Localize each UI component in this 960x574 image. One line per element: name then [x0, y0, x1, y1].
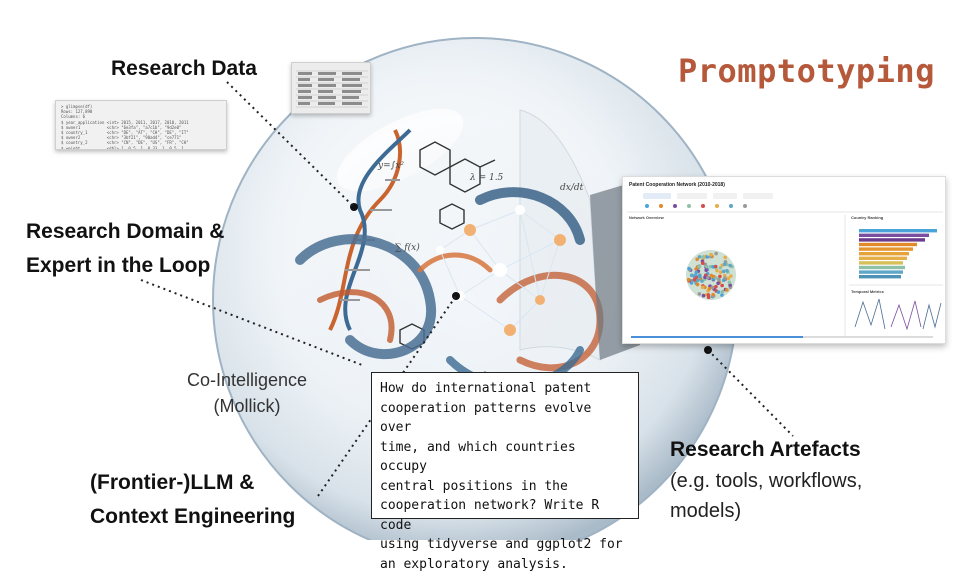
ranking-bar: [859, 252, 909, 255]
network-node-dot: [714, 252, 718, 256]
network-node-dot: [687, 278, 691, 282]
network-node-dot: [707, 296, 711, 300]
ranking-bar: [859, 257, 907, 260]
network-node-dot: [701, 261, 705, 265]
network-node-dot: [728, 264, 732, 268]
network-node-dot: [720, 284, 724, 288]
label-research-artefacts: Research Artefacts (e.g. tools, workflow…: [670, 434, 862, 526]
dashboard-network-blob: [686, 250, 736, 300]
network-node-dot: [700, 279, 704, 283]
label-llm: (Frontier-)LLM & Context Engineering: [90, 466, 295, 534]
network-node-dot: [727, 276, 731, 280]
network-node-dot: [708, 287, 712, 291]
network-node-dot: [694, 273, 698, 277]
network-node-dot: [723, 262, 727, 266]
ranking-bar: [859, 261, 903, 264]
network-node-dot: [696, 278, 700, 282]
label-artefacts-line2: models): [670, 496, 862, 526]
ranking-bar: [859, 229, 937, 232]
data-table-snippet: [291, 62, 371, 114]
network-node-dot: [716, 281, 720, 285]
network-node-dot: [705, 255, 709, 259]
svg-text:y=∫x²: y=∫x²: [377, 161, 404, 171]
label-co-intelligence: Co-Intelligence (Mollick): [172, 367, 322, 419]
label-co-intelligence-line2: (Mollick): [172, 393, 322, 419]
label-llm-line1: (Frontier-)LLM &: [90, 466, 295, 500]
svg-text:λ = 1.5: λ = 1.5: [469, 173, 504, 183]
label-co-intelligence-line1: Co-Intelligence: [172, 367, 322, 393]
network-node-dot: [705, 265, 709, 269]
network-node-dot: [728, 281, 732, 285]
network-node-dot: [714, 285, 718, 289]
network-node-dot: [698, 274, 702, 278]
network-node-dot: [722, 270, 726, 274]
ranking-bar: [859, 234, 929, 237]
prompt-line: time, and which countries occupy: [380, 438, 630, 477]
label-research-domain-line1: Research Domain &: [26, 215, 224, 249]
ranking-bar: [859, 238, 925, 241]
svg-text:∑ f(x): ∑ f(x): [395, 242, 420, 253]
label-research-domain: Research Domain & Expert in the Loop: [26, 215, 224, 283]
network-node-dot: [721, 290, 725, 294]
network-node-dot: [714, 265, 718, 269]
network-node-dot: [725, 288, 729, 292]
panel-temporal-label: Temporal Metrics: [851, 289, 884, 294]
label-research-domain-line2: Expert in the Loop: [26, 249, 224, 283]
svg-text:dx/dt: dx/dt: [560, 183, 584, 193]
prompt-line: an exploratory analysis.: [380, 555, 630, 574]
network-node-dot: [717, 278, 721, 282]
prompt-line: central positions in the: [380, 477, 630, 497]
network-node-dot: [709, 253, 713, 257]
panel-ranking-label: Country Ranking: [851, 215, 883, 220]
network-node-dot: [698, 292, 702, 296]
ranking-bar: [859, 275, 901, 278]
network-node-dot: [693, 278, 697, 282]
network-node-dot: [717, 290, 721, 294]
network-node-dot: [690, 273, 694, 277]
dashboard-screenshot: Patent Cooperation Network (2010-2018): [622, 176, 946, 344]
code-snippet: > glimpse(df) Rows: 127,890 Columns: 6 $…: [55, 100, 227, 150]
network-node-dot: [725, 269, 729, 273]
network-node-dot: [701, 286, 705, 290]
network-node-dot: [695, 257, 699, 261]
network-node-dot: [720, 293, 724, 297]
label-research-data: Research Data: [111, 52, 257, 86]
network-node-dot: [706, 276, 710, 280]
network-node-dot: [697, 265, 701, 269]
network-node-dot: [687, 267, 691, 271]
prompt-line: cooperation patterns evolve over: [380, 399, 630, 438]
prompt-line: How do international patent: [380, 379, 630, 399]
ranking-bar: [859, 266, 905, 269]
network-node-dot: [702, 294, 706, 298]
prompt-box: How do international patent cooperation …: [371, 372, 639, 519]
ranking-bar: [859, 243, 917, 246]
network-node-dot: [715, 269, 719, 273]
ranking-bar: [859, 247, 913, 250]
ranking-bar: [859, 270, 903, 273]
label-artefacts-line1: (e.g. tools, workflows,: [670, 466, 862, 496]
network-node-dot: [711, 293, 715, 297]
network-node-dot: [723, 276, 727, 280]
network-node-dot: [711, 286, 715, 290]
network-node-dot: [696, 283, 700, 287]
network-node-dot: [723, 256, 727, 260]
network-node-dot: [718, 275, 722, 279]
label-llm-line2: Context Engineering: [90, 500, 295, 534]
prompt-line: using tidyverse and ggplot2 for: [380, 535, 630, 555]
panel-network-label: Network Overview: [629, 215, 664, 220]
prompt-line: cooperation network? Write R code: [380, 496, 630, 535]
label-artefacts-title: Research Artefacts: [670, 434, 862, 466]
